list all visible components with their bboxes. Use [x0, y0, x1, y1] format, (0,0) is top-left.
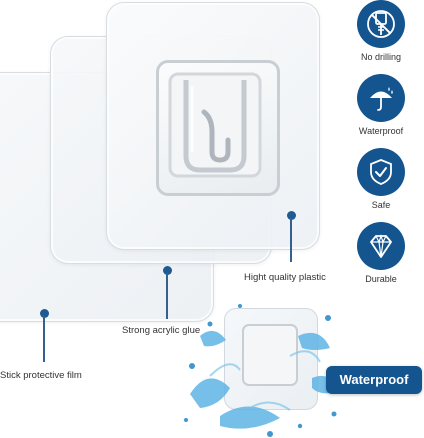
- feature-label-waterproof: Waterproof: [358, 126, 404, 136]
- splash-hook: [242, 324, 298, 386]
- umbrella-icon: [357, 74, 405, 122]
- plastic-label: Hight quality plastic: [244, 272, 326, 283]
- glue-leader: [166, 273, 168, 319]
- plastic-leader: [290, 218, 292, 262]
- feature-safe: Safe: [341, 148, 421, 210]
- hook-icon: [168, 72, 262, 178]
- waterproof-badge: Waterproof: [326, 366, 422, 394]
- feature-waterproof: Waterproof: [341, 74, 421, 136]
- feature-no-drilling: No drilling: [341, 0, 421, 62]
- feature-label-safe: Safe: [371, 200, 391, 210]
- film-leader: [43, 316, 45, 362]
- feature-label-durable: Durable: [365, 274, 397, 284]
- shield-check-icon: [357, 148, 405, 196]
- feature-durable: Durable: [341, 222, 421, 284]
- film-dot: [40, 309, 49, 318]
- no-drilling-icon: [357, 0, 405, 48]
- film-label: Stick protective film: [0, 370, 82, 381]
- diamond-icon: [357, 222, 405, 270]
- plastic-dot: [287, 211, 296, 220]
- feature-label-no-drilling: No drilling: [360, 52, 402, 62]
- glue-dot: [163, 266, 172, 275]
- water-splash-icon: [184, 304, 337, 437]
- glue-label: Strong acrylic glue: [122, 325, 201, 336]
